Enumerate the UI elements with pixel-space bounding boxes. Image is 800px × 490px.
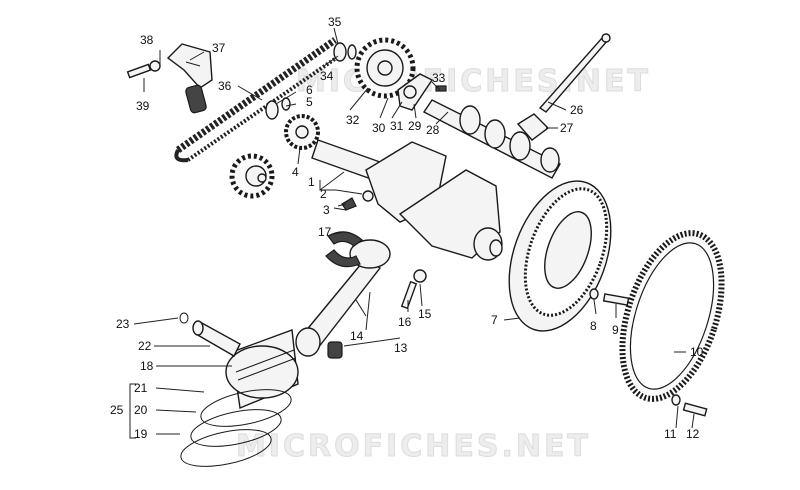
callout-11: 11	[664, 427, 677, 441]
chain-tensioner	[166, 43, 213, 114]
callout-38: 38	[140, 33, 154, 47]
callout-39: 39	[136, 99, 150, 113]
callout-19: 19	[134, 427, 148, 441]
callout-12: 12	[686, 427, 700, 441]
tensioner-bolt	[126, 60, 161, 79]
callout-6: 6	[306, 83, 313, 97]
callout-25: 25	[110, 403, 124, 417]
cam-sprocket	[354, 37, 416, 99]
callout-14: 14	[350, 329, 364, 343]
callout-30: 30	[372, 121, 386, 135]
timing-chain	[174, 37, 347, 163]
ring-gear	[619, 230, 725, 402]
ring-gear-bolt	[671, 394, 708, 417]
connecting-rod	[295, 239, 391, 357]
callout-2: 2	[320, 187, 327, 201]
crankshaft	[311, 139, 503, 261]
flywheel-bolt	[589, 288, 630, 306]
callout-31: 31	[390, 119, 404, 133]
crank-plug	[333, 197, 357, 211]
callout-7: 7	[491, 313, 498, 327]
piston	[225, 329, 299, 409]
washer-34-35	[333, 42, 357, 62]
callout-13: 13	[394, 341, 408, 355]
callout-26: 26	[570, 103, 584, 117]
piston-rings	[180, 389, 292, 467]
flywheel	[508, 180, 612, 332]
pin-clip	[179, 312, 189, 324]
watermark-bottom: MICROFICHES.NET	[236, 429, 591, 464]
callout-15: 15	[418, 307, 432, 321]
callout-9: 9	[612, 323, 619, 337]
callout-17: 17	[318, 225, 332, 239]
callout-5: 5	[306, 95, 313, 109]
callout-29: 29	[408, 119, 422, 133]
callout-27: 27	[560, 121, 574, 135]
callout-28: 28	[426, 123, 440, 137]
callout-3: 3	[323, 203, 330, 217]
callout-21: 21	[134, 381, 148, 395]
rod-bearing-lower	[325, 249, 361, 268]
callout-36: 36	[218, 79, 232, 93]
callout-16: 16	[398, 315, 412, 329]
crank-sprocket	[265, 97, 320, 150]
watermark-top: MICROFICHES.NET	[296, 64, 651, 99]
callout-10: 10	[690, 345, 704, 359]
leader-lines	[129, 27, 695, 439]
callout-34: 34	[320, 69, 334, 83]
cam-retainer	[397, 73, 447, 111]
callout-33: 33	[432, 71, 446, 85]
oil-pump-gear	[229, 153, 275, 199]
callout-4: 4	[292, 165, 299, 179]
rod-bolt	[400, 269, 427, 310]
callout-18: 18	[140, 359, 154, 373]
callout-1: 1	[308, 175, 315, 189]
callout-32: 32	[346, 113, 360, 127]
callout-20: 20	[134, 403, 148, 417]
piston-pin	[192, 320, 241, 357]
callout-8: 8	[590, 319, 597, 333]
callout-35: 35	[328, 15, 342, 29]
callout-23: 23	[116, 317, 130, 331]
rod-bushing	[327, 341, 343, 359]
pushrod	[538, 33, 611, 113]
callout-labels: 1 2 3 4 5 6 7 8 9 10 11 12 13 14 15 16 1…	[110, 15, 704, 441]
camshaft	[422, 99, 561, 179]
callout-37: 37	[212, 41, 226, 55]
rod-bearing-upper	[327, 231, 363, 247]
callout-22: 22	[138, 339, 152, 353]
